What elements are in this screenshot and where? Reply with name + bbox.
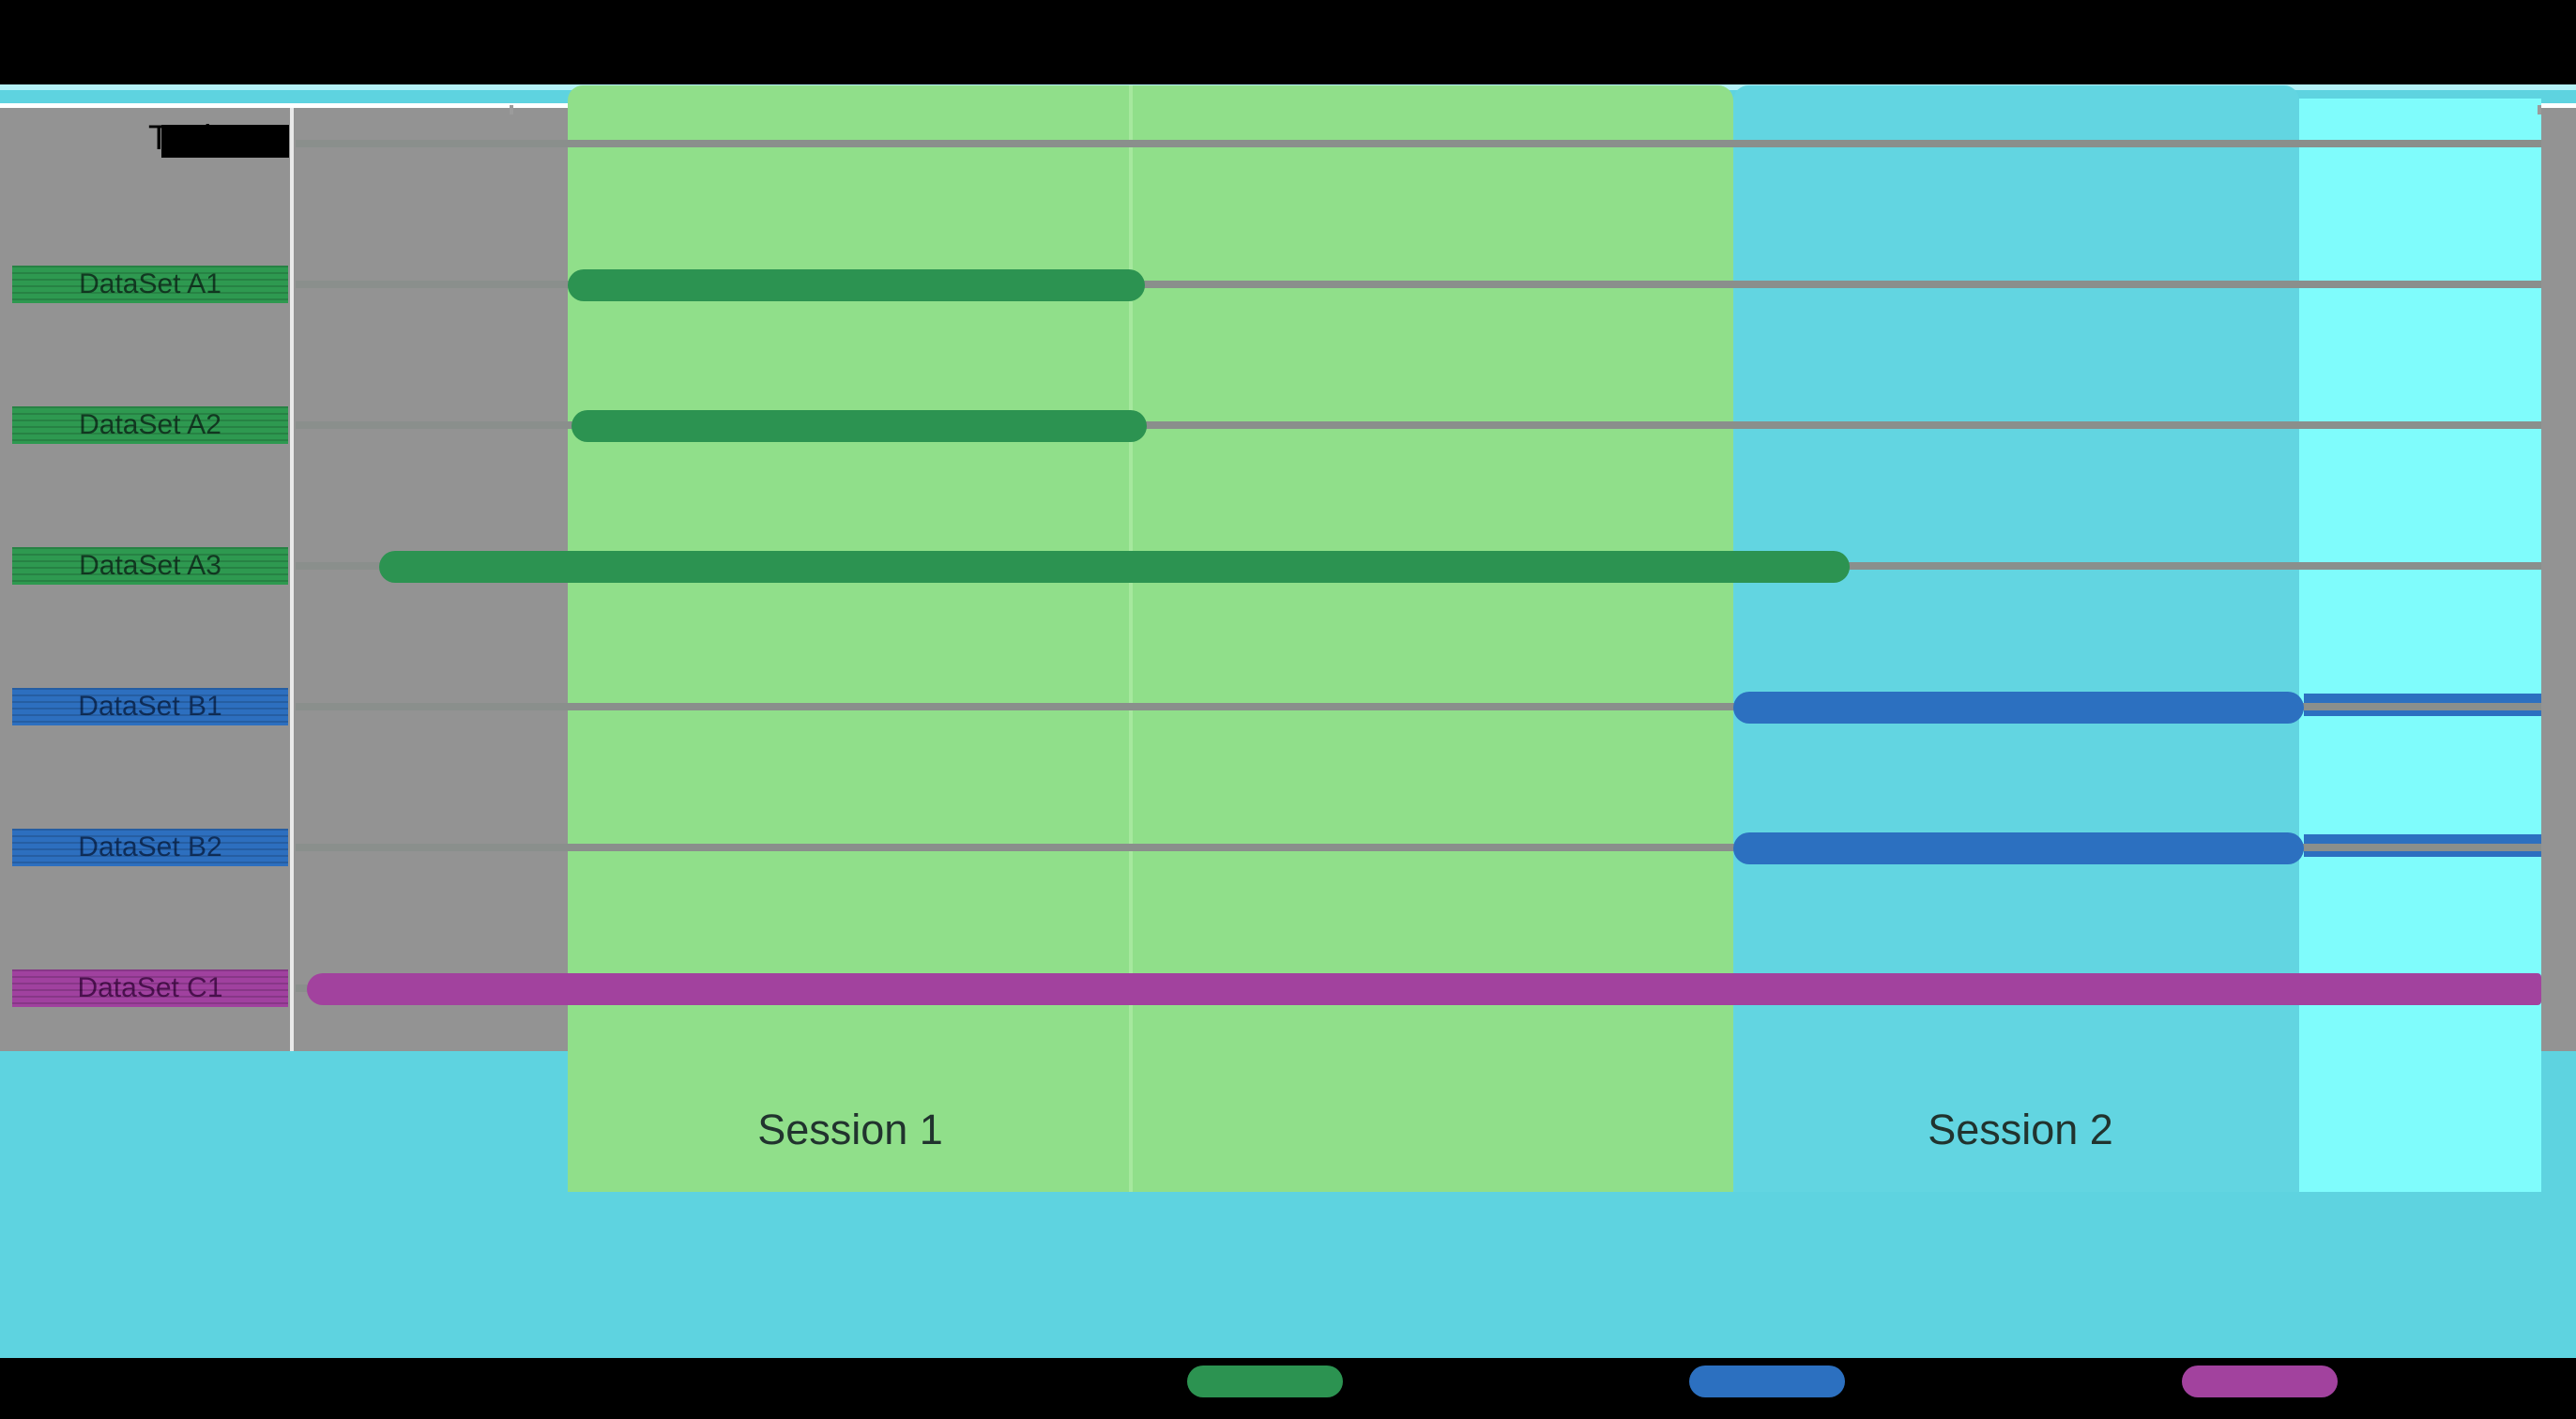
row-line	[296, 281, 2541, 288]
legend-swatch-blue[interactable]	[1689, 1366, 1845, 1397]
row-label-text: DataSet B2	[78, 832, 222, 862]
legend-swatch-green[interactable]	[1187, 1366, 1343, 1397]
row-label-dataset-b1: DataSet B1	[12, 688, 288, 725]
bright-cyan-band	[2299, 99, 2541, 1192]
row-label-dataset-a3: DataSet A3	[12, 547, 288, 585]
legend-swatch-magenta[interactable]	[2182, 1366, 2338, 1397]
row-label-text: DataSet C1	[77, 972, 223, 1003]
row-line	[296, 421, 2541, 429]
session2-band	[1733, 85, 2299, 1192]
row-label-dataset-a2: DataSet A2	[12, 406, 288, 444]
bar-dataset-c1[interactable]	[307, 973, 2541, 1005]
label-column-divider	[290, 108, 294, 1051]
row-label-dataset-b2: DataSet B2	[12, 829, 288, 866]
row-line	[296, 703, 2541, 710]
row-label-dataset-a1: DataSet A1	[12, 266, 288, 303]
row-label-text: DataSet A3	[79, 550, 221, 581]
row-line	[296, 844, 2541, 851]
row-line	[296, 140, 2541, 147]
row-label-text: DataSet B1	[78, 691, 222, 722]
bar-dataset-b2[interactable]	[1733, 832, 2304, 864]
axis-tick	[2538, 105, 2541, 114]
row-label-text: DataSet A1	[79, 268, 221, 299]
bar-dataset-a1[interactable]	[568, 269, 1145, 301]
session1-band	[568, 85, 1733, 1192]
session2-label: Session 2	[1928, 1106, 2113, 1153]
bar-dataset-b1[interactable]	[1733, 692, 2304, 724]
row-label-dataset-c1: DataSet C1	[12, 969, 288, 1007]
session-band-seam	[1129, 85, 1133, 1192]
redaction-box	[161, 125, 289, 158]
axis-tick	[510, 105, 513, 114]
bar-dataset-a3[interactable]	[379, 551, 1850, 583]
session1-label: Session 1	[757, 1106, 943, 1153]
row-label-text: DataSet A2	[79, 409, 221, 440]
bar-dataset-a2[interactable]	[572, 410, 1147, 442]
